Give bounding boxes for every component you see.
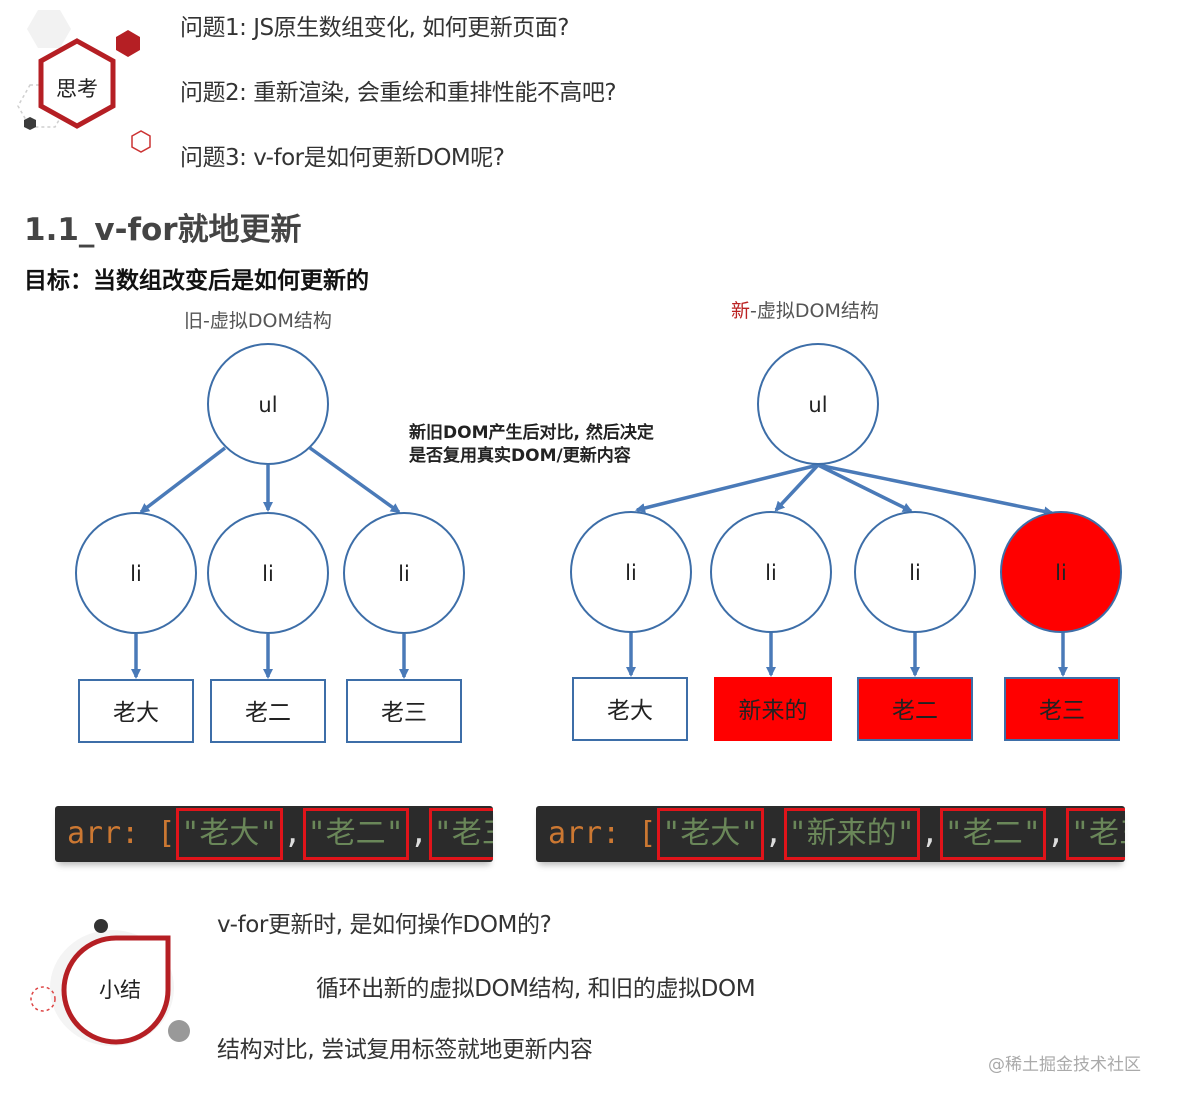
old-li-label-3: li <box>398 562 410 586</box>
dark-dot <box>94 919 108 933</box>
new-text-box-4-highlighted: 老三 <box>1004 677 1120 741</box>
new-tree-title-rest: -虚拟DOM结构 <box>750 300 879 322</box>
new-ul-node: ul <box>757 343 879 465</box>
new-ul-label: ul <box>808 393 827 417</box>
new-code-item-3: "老二" <box>939 808 1046 860</box>
old-text-box-1: 老大 <box>78 679 194 743</box>
compare-note: 新旧DOM产生后对比, 然后决定 是否复用真实DOM/更新内容 <box>409 422 654 468</box>
think-label: 思考 <box>56 77 98 101</box>
new-li-node-1: li <box>570 511 692 633</box>
new-array-code: arr: ["老大","新来的","老二","老三"] <box>536 806 1125 862</box>
summary-drop-shape <box>61 935 171 1045</box>
summary-label: 小结 <box>99 978 141 1002</box>
new-text-box-3-highlighted: 老二 <box>857 677 973 741</box>
goal-text: 目标：当数组改变后是如何更新的 <box>24 268 369 294</box>
old-code-sep-1: , <box>283 816 302 851</box>
old-li-node-1: li <box>75 512 197 634</box>
new-code-item-1: "老大" <box>657 808 764 860</box>
new-text-1: 老大 <box>607 698 653 724</box>
new-li-node-4-highlighted: li <box>1000 511 1122 633</box>
new-li-label-1: li <box>625 561 637 585</box>
old-ul-node: ul <box>207 343 329 465</box>
summary-question: v-for更新时, 是如何操作DOM的? <box>217 912 552 938</box>
summary-badge: 小结 <box>30 919 190 1046</box>
old-ul-label: ul <box>258 393 277 417</box>
question-1: 问题1: JS原生数组变化, 如何更新页面? <box>180 15 569 41</box>
old-text-3: 老三 <box>381 700 427 726</box>
watermark: @稀土掘金技术社区 <box>988 1055 1141 1075</box>
summary-answer-line-1: 循环出新的虚拟DOM结构, 和旧的虚拟DOM <box>316 976 756 1002</box>
small-red-hexagon <box>116 30 140 57</box>
new-li-node-2: li <box>710 511 832 633</box>
think-hexagon <box>38 38 116 129</box>
old-code-item-2: "老二" <box>302 808 409 860</box>
summary-answer-line-2: 结构对比, 尝试复用标签就地更新内容 <box>217 1037 593 1063</box>
old-text-box-2: 老二 <box>210 679 326 743</box>
new-text-3: 老二 <box>892 698 938 724</box>
old-text-1: 老大 <box>113 700 159 726</box>
new-text-4: 老三 <box>1039 698 1085 724</box>
old-code-prefix: arr: [ <box>67 816 176 851</box>
section-title: 1.1_v-for就地更新 <box>24 212 302 248</box>
compare-note-line-2: 是否复用真实DOM/更新内容 <box>409 446 631 466</box>
new-text-2: 新来的 <box>739 698 808 724</box>
new-text-box-2-highlighted: 新来的 <box>714 677 832 741</box>
old-li-node-3: li <box>343 512 465 634</box>
new-code-prefix: arr: [ <box>548 816 657 851</box>
new-tree-title-prefix: 新 <box>731 300 751 322</box>
new-code-item-4: "老三" <box>1065 808 1125 860</box>
new-tree-title: 新-虚拟DOM结构 <box>731 296 879 323</box>
new-li-label-3: li <box>909 561 921 585</box>
old-code-item-1: "老大" <box>176 808 283 860</box>
old-code-item-3: "老三" <box>428 808 493 860</box>
new-code-sep-1: , <box>764 816 783 851</box>
question-2: 问题2: 重新渲染, 会重绘和重排性能不高吧? <box>180 80 617 106</box>
think-badge: 思考 <box>17 10 151 153</box>
old-text-2: 老二 <box>245 700 291 726</box>
compare-note-line-1: 新旧DOM产生后对比, 然后决定 <box>409 423 654 443</box>
old-li-node-2: li <box>207 512 329 634</box>
new-code-item-2: "新来的" <box>783 808 920 860</box>
old-li-label-2: li <box>262 562 274 586</box>
new-code-sep-3: , <box>1046 816 1065 851</box>
old-tree-title: 旧-虚拟DOM结构 <box>184 310 332 332</box>
new-text-box-1: 老大 <box>572 677 688 741</box>
old-li-label-1: li <box>130 562 142 586</box>
old-array-code: arr: ["老大","老二","老三"] <box>55 806 493 862</box>
new-li-label-4: li <box>1055 561 1067 585</box>
new-li-node-3: li <box>854 511 976 633</box>
new-li-label-2: li <box>765 561 777 585</box>
question-3: 问题3: v-for是如何更新DOM呢? <box>180 145 505 171</box>
old-code-sep-2: , <box>409 816 428 851</box>
new-code-sep-2: , <box>920 816 939 851</box>
old-text-box-3: 老三 <box>346 679 462 743</box>
